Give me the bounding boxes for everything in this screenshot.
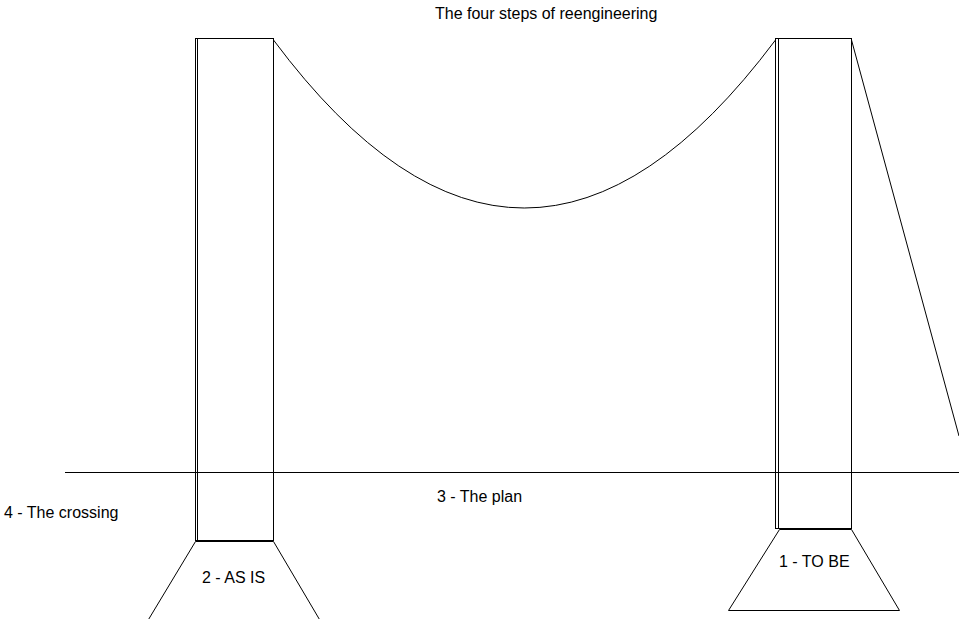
left-pillar — [196, 39, 274, 541]
water-line-right — [776, 472, 852, 473]
step-label: 4 - The crossing — [4, 503, 118, 522]
step-label: 3 - The plan — [437, 487, 522, 506]
footing-label: 1 - TO BE — [779, 552, 850, 571]
water-line — [65, 472, 959, 473]
trapezoid-shape — [729, 530, 900, 611]
trapezoid-shape — [149, 542, 320, 619]
footing-trapezoid: 1 - TO BE — [728, 529, 900, 610]
left-pillar-edge — [197, 39, 198, 541]
suspension-cable — [274, 40, 776, 208]
right-pillar — [776, 39, 852, 529]
footing-trapezoid: 2 - AS IS — [148, 541, 320, 619]
right-pillar-edge — [778, 39, 779, 529]
stay-cable — [852, 40, 959, 436]
water-line-left — [196, 472, 274, 473]
diagram-title: The four steps of reengineering — [435, 4, 657, 23]
footing-label: 2 - AS IS — [202, 568, 265, 587]
